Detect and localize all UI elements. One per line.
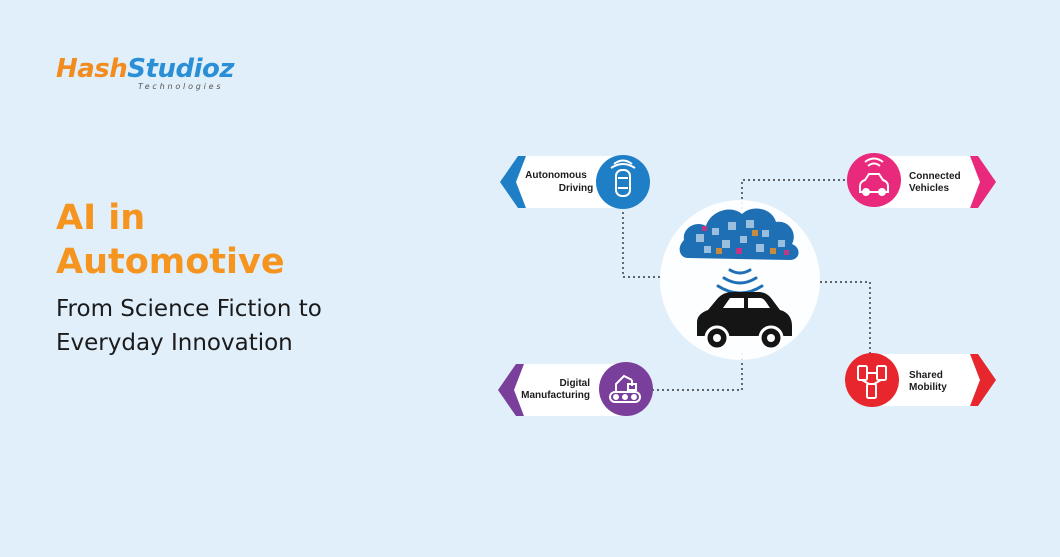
logo-studioz-text: Studioz xyxy=(127,54,234,84)
node-digital-manufacturing: Digital Manufacturing xyxy=(498,362,653,416)
node-shared-mobility: Shared Mobility xyxy=(845,353,996,407)
page-subtitle: From Science Fiction to Everyday Innovat… xyxy=(56,292,322,360)
shared-mobility-label-1: Shared xyxy=(909,370,943,381)
connected-car-icon xyxy=(859,157,889,196)
logo-hash-text: Hash xyxy=(56,54,128,84)
phones-share-icon xyxy=(857,365,887,399)
ai-automotive-diagram: Autonomous Driving Connected Vehicles xyxy=(498,153,996,416)
connected-vehicles-label-2: Vehicles xyxy=(909,183,949,194)
cloud-icon xyxy=(679,208,799,260)
robot-arm-icon xyxy=(609,374,641,403)
autonomous-driving-label-1: Autonomous xyxy=(525,170,587,181)
autonomous-driving-label-2: Driving xyxy=(559,183,593,194)
autonomous-car-icon xyxy=(610,159,636,197)
subtitle-line-1: From Science Fiction to xyxy=(56,296,322,322)
node-autonomous-driving: Autonomous Driving xyxy=(500,155,650,209)
hashstudioz-logo[interactable]: HashStudioz Technologies xyxy=(56,54,246,100)
subtitle-line-2: Everyday Innovation xyxy=(56,330,293,356)
car-silhouette-icon xyxy=(697,292,792,351)
node-connected-vehicles: Connected Vehicles xyxy=(847,153,996,208)
page-title: AI in Automotive xyxy=(56,196,285,284)
digital-manufacturing-label-2: Manufacturing xyxy=(521,390,590,401)
connector-lines xyxy=(622,179,880,391)
digital-manufacturing-label-1: Digital xyxy=(559,378,590,389)
shared-mobility-label-2: Mobility xyxy=(909,382,947,393)
logo-tagline: Technologies xyxy=(138,82,224,91)
title-line-2: Automotive xyxy=(56,242,285,282)
logo-wordmark: HashStudioz xyxy=(56,54,234,84)
title-line-1: AI in xyxy=(56,198,146,238)
connected-vehicles-label-1: Connected xyxy=(909,171,961,182)
cloud-connected-car-icon xyxy=(660,200,820,360)
